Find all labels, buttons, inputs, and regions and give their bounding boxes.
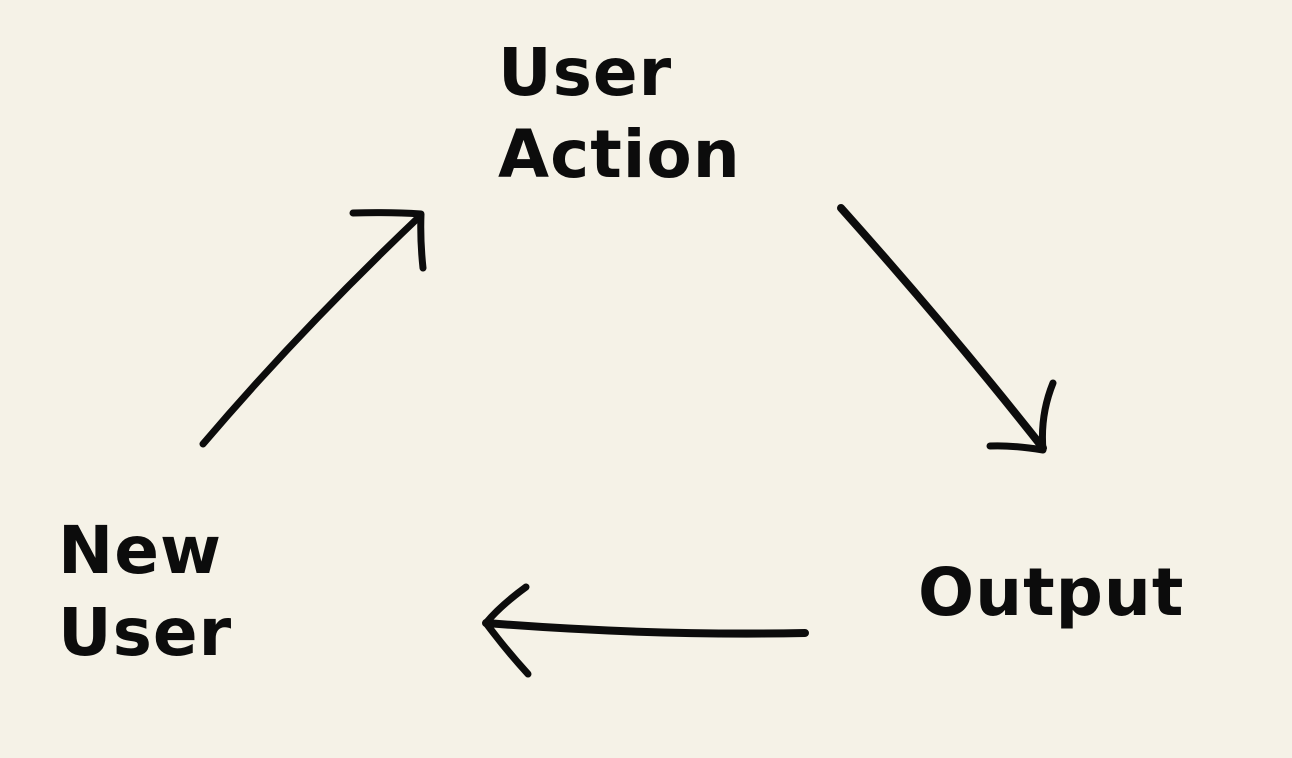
arrow-output-to-new-user xyxy=(482,583,809,678)
node-label-line: User xyxy=(58,594,233,671)
node-label-line: Action xyxy=(498,116,741,193)
node-label-line: User xyxy=(498,34,673,111)
node-output: Output xyxy=(918,552,1184,634)
arrow-head xyxy=(482,583,532,678)
arrow-head xyxy=(349,209,427,272)
node-user-action: User Action xyxy=(498,32,741,196)
node-new-user: New User xyxy=(58,510,232,674)
arrow-shaft xyxy=(482,619,809,638)
arrow-shaft xyxy=(199,212,424,448)
arrow-new-user-to-user-action xyxy=(199,209,427,448)
arrow-user-action-to-output xyxy=(837,204,1057,454)
arrow-head xyxy=(986,379,1057,454)
node-label-line: New xyxy=(58,512,222,589)
node-label-line: Output xyxy=(918,554,1185,631)
arrow-shaft xyxy=(837,204,1047,452)
